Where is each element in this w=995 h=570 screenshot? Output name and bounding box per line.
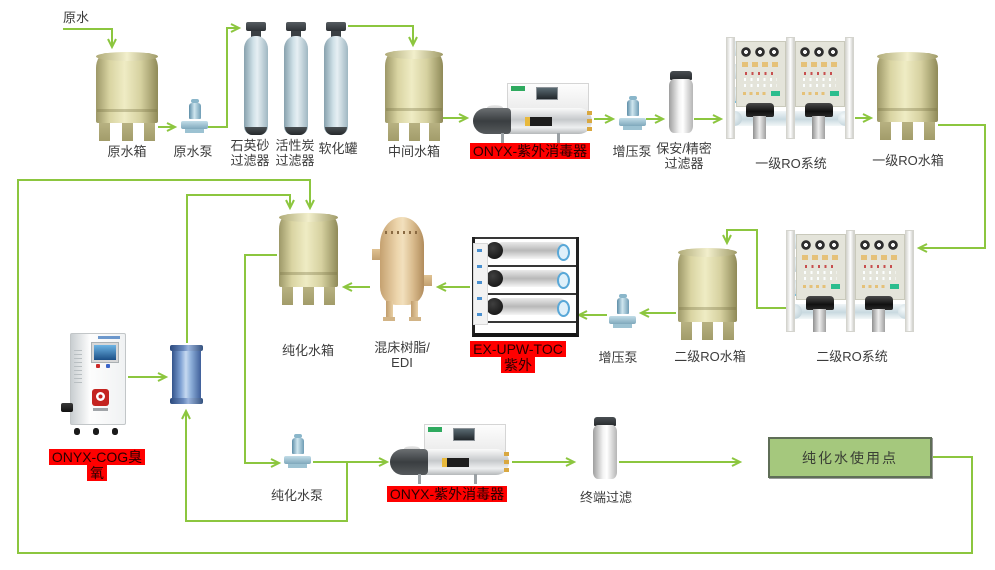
use-point-box: 纯化水使用点 [768,437,932,478]
ro-water-tank-2 [678,248,737,340]
quartz-sand-filter [244,22,268,135]
security-filter-label: 保安/精密 过滤器 [656,141,712,171]
ro-system-2 [786,230,914,332]
raw-water-pump [181,99,208,133]
ozone-generator-logo [92,389,109,411]
raw-water-tank [96,52,158,141]
ro-tank-2-label: 二级RO水箱 [674,349,746,364]
purified-tank-label: 纯化水箱 [281,343,334,358]
purified-water-tank [279,213,338,305]
quartz-filter-label: 石英砂 过滤器 [230,138,270,168]
ro-system-2-label: 二级RO系统 [816,349,888,364]
booster-pump-2-label: 增压泵 [598,350,638,365]
mixed-bed-edi-label: 混床树脂/ EDI [374,340,430,370]
ro-system-1 [726,37,854,139]
purified-pump-label: 纯化水泵 [270,488,323,503]
intermediate-tank-label: 中间水箱 [387,144,440,159]
booster-pump-2 [609,294,636,328]
uv-disinfector-2-label: ONYX-紫外消毒器 [372,486,522,502]
mixed-bed-edi-vessel [372,217,432,321]
softener-label: 软化罐 [318,141,358,156]
ozone-contact-column [170,345,203,404]
raw-water-pump-label: 原水泵 [173,144,213,159]
raw-water-tank-label: 原水箱 [107,144,147,159]
purified-water-pump [284,434,311,468]
security-precision-filter [669,71,693,133]
activated-carbon-filter [284,22,308,135]
booster-pump-1 [619,96,646,130]
source-label: 原水 [63,10,90,25]
ozone-generator [61,329,126,435]
terminal-filter [593,417,617,479]
uv-disinfector-1 [473,83,593,145]
ro-tank-1-label: 一级RO水箱 [872,153,944,168]
ro-system-1-label: 一级RO系统 [755,156,827,171]
carbon-filter-label: 活性炭 过滤器 [275,138,315,168]
uv-disinfector-2 [390,424,510,486]
toc-uv-rack [472,237,579,337]
ro-water-tank-1 [877,52,938,140]
intermediate-water-tank [385,50,443,141]
toc-uv-label: EX-UPW-TOC 紫外 [443,341,593,373]
booster-pump-1-label: 增压泵 [612,144,652,159]
ozone-generator-label: ONYX-COG臭 氧 [37,449,157,481]
softener-tank [324,22,348,135]
terminal-filter-label: 终端过滤 [579,490,632,505]
use-point-label: 纯化水使用点 [802,449,898,466]
ozone-generator-screen [92,343,118,362]
uv-disinfector-1-label: ONYX-紫外消毒器 [455,143,605,159]
